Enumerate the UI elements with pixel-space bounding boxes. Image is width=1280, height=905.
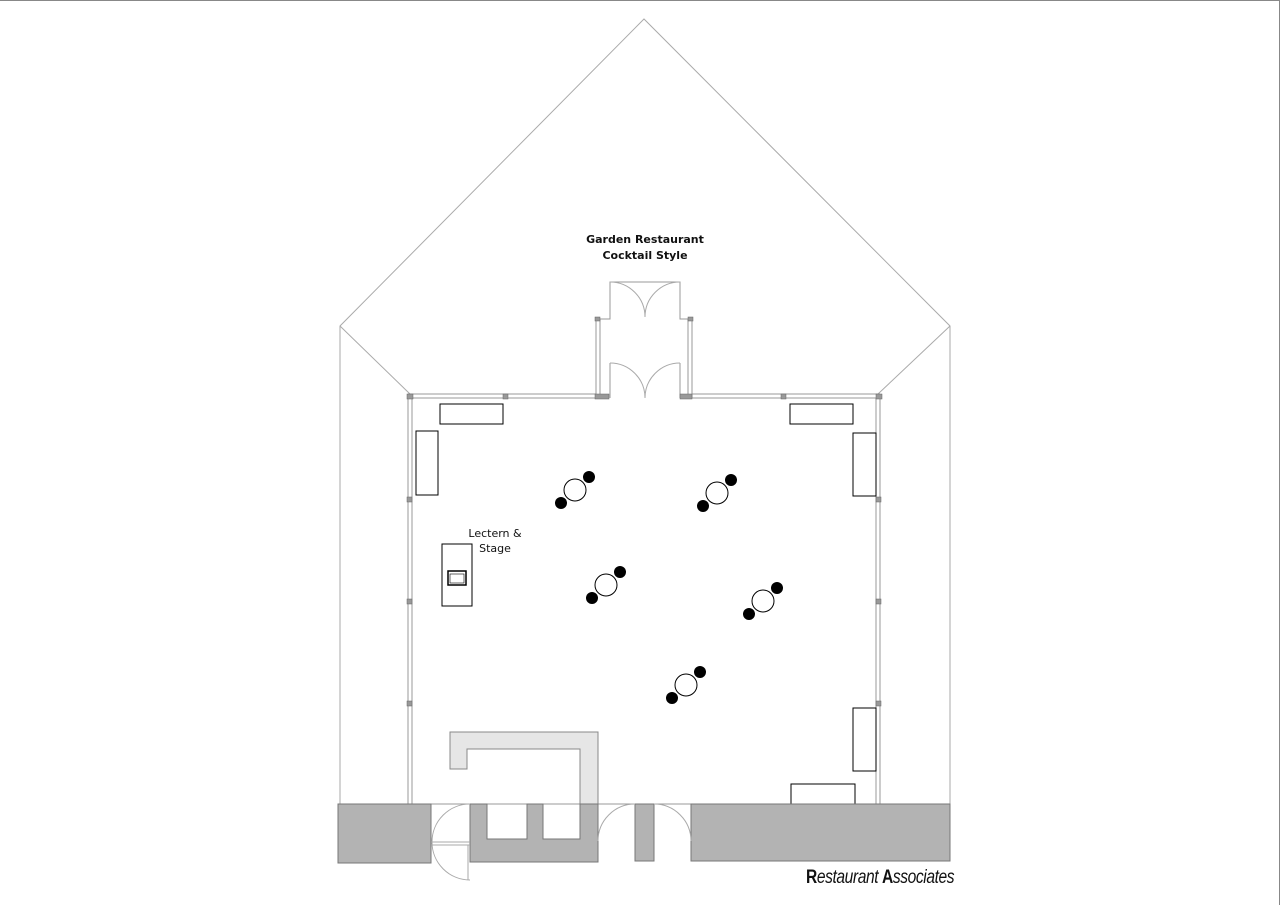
sofa (439, 403, 504, 425)
cocktail-table (674, 673, 698, 697)
logo-initial-a: A (882, 867, 893, 888)
chair (586, 592, 598, 604)
logo-initial-r: R (806, 867, 817, 888)
chair (614, 566, 626, 578)
sofa (852, 707, 877, 772)
cocktail-table (563, 478, 587, 502)
cocktail-tables (555, 471, 783, 704)
lectern-label: Lectern & Stage (455, 526, 535, 556)
sofas (415, 403, 877, 806)
cocktail-table (594, 573, 618, 597)
vestibule-doors (609, 281, 681, 399)
lectern-stage (441, 543, 473, 607)
cocktail-table (751, 589, 775, 613)
chair (583, 471, 595, 483)
entrance-doors (431, 803, 692, 881)
bar-counter (449, 731, 599, 805)
chair (694, 666, 706, 678)
title-line-1: Garden Restaurant (586, 233, 704, 246)
sofa (415, 430, 439, 496)
restaurant-associates-logo: Restaurant Associates (806, 867, 955, 889)
roof-hip-left (339, 325, 411, 395)
chair (555, 497, 567, 509)
logo-text-1: estaurant (816, 867, 883, 888)
roof-hip-right (877, 325, 951, 395)
roof-outline (339, 18, 951, 804)
chair (771, 582, 783, 594)
lectern-label-line-2: Stage (479, 542, 511, 555)
wall-posts (406, 316, 883, 707)
title-line-2: Cocktail Style (602, 249, 688, 262)
sofa (789, 403, 854, 425)
sofa (852, 432, 877, 497)
chair (743, 608, 755, 620)
cocktail-table (705, 481, 729, 505)
plan-title: Garden Restaurant Cocktail Style (560, 232, 730, 264)
chair (666, 692, 678, 704)
chair (697, 500, 709, 512)
chair (725, 474, 737, 486)
logo-text-2: ssociates (892, 867, 955, 888)
lectern-label-line-1: Lectern & (468, 527, 522, 540)
sofa (790, 783, 856, 806)
building-walls (337, 803, 951, 864)
